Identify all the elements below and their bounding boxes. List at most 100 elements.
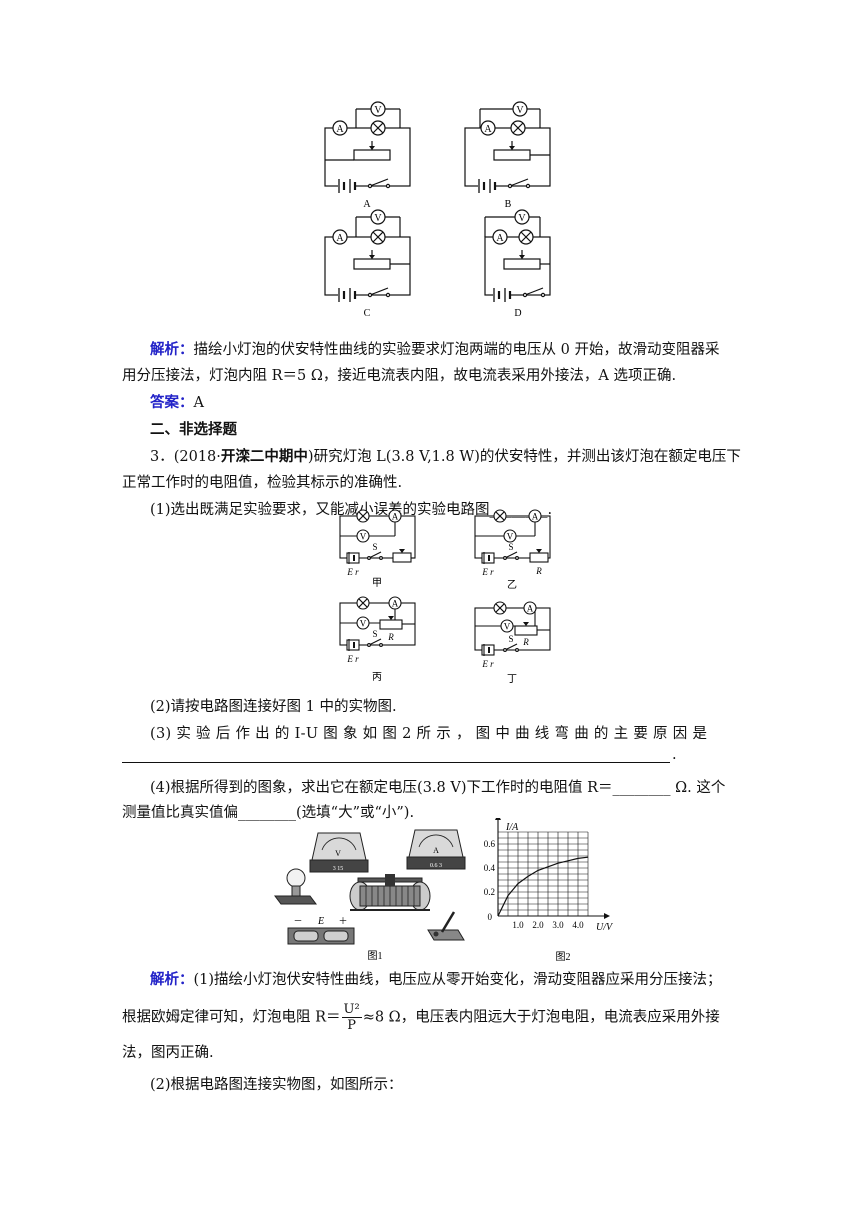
meter-letter: A bbox=[336, 124, 344, 135]
diagram-label-d: D bbox=[514, 308, 521, 319]
emf-label: E r bbox=[346, 654, 359, 664]
switch-label: S bbox=[508, 542, 513, 552]
bulb-icon bbox=[370, 229, 386, 245]
diagram-label-ding: 丁 bbox=[507, 674, 517, 685]
bulb-icon bbox=[493, 509, 507, 523]
meter-letter: A bbox=[392, 512, 399, 522]
svg-text:V: V bbox=[335, 849, 341, 858]
y-tick-label: 0.4 bbox=[484, 863, 496, 873]
ammeter-icon bbox=[523, 601, 537, 615]
svg-text:3 15: 3 15 bbox=[333, 866, 344, 872]
meter-letter: V bbox=[504, 622, 511, 632]
meter-letter: A bbox=[532, 512, 539, 522]
y-tick-label: 0.2 bbox=[484, 887, 495, 897]
diagram-label-yi: 乙 bbox=[507, 579, 517, 591]
question-3-part-4-line-2: 测量值比真实值偏________(选填“大”或“小”). bbox=[122, 805, 415, 821]
ammeter-icon bbox=[492, 229, 508, 245]
bulb-icon bbox=[370, 120, 386, 136]
voltmeter-icon bbox=[514, 209, 530, 225]
ammeter-icon bbox=[332, 120, 348, 136]
analysis-3-part-2: (2)根据电路图连接实物图，如图所示： bbox=[150, 1077, 403, 1093]
diagram-label-a: A bbox=[363, 199, 371, 210]
svg-text:E: E bbox=[317, 916, 324, 927]
svg-text:－: － bbox=[293, 916, 302, 926]
question-3-part-4-line-1: (4)根据所得到的图象，求出它在额定电压(3.8 V)下工作时的电阻值 R＝__… bbox=[150, 780, 726, 796]
ammeter-device-icon: A 0.6 3 bbox=[406, 829, 466, 870]
switch-label: S bbox=[508, 634, 513, 644]
bulb-icon bbox=[518, 229, 534, 245]
iu-curve bbox=[497, 856, 589, 917]
answer-label: 答案： bbox=[150, 394, 194, 411]
analysis-line-2: 用分压接法，灯泡内阻 R＝5 Ω，接近电流表内阻，故电流表采用外接法，A 选项正… bbox=[122, 368, 677, 384]
figure-2-iu-chart: 1.0 2.0 3.0 4.0 0.6 0.4 0.2 I/A U/V 0 图2 bbox=[484, 818, 614, 963]
svg-text:A: A bbox=[433, 846, 439, 855]
voltmeter-icon bbox=[500, 619, 514, 633]
section-title: 二、非选择题 bbox=[150, 421, 237, 438]
x-tick-label: 1.0 bbox=[512, 920, 524, 930]
y-axis-arrow bbox=[495, 818, 501, 820]
meter-letter: A bbox=[336, 233, 344, 244]
question-3-line-1: 3．(2018·开滦二中期中)研究灯泡 L(3.8 V,1.8 W)的伏安特性，… bbox=[150, 448, 741, 465]
svg-text:0.6 3: 0.6 3 bbox=[430, 863, 442, 869]
voltmeter-icon bbox=[370, 101, 386, 117]
meter-letter: V bbox=[374, 105, 382, 116]
analysis-3-line-1: 解析：(1)描绘小灯泡伏安特性曲线，电压应从零开始变化，滑动变阻器应采用分压接法… bbox=[150, 971, 722, 988]
switch-label: S bbox=[372, 542, 377, 552]
ammeter-icon bbox=[332, 229, 348, 245]
meter-letter: A bbox=[484, 124, 492, 135]
diagram-label-b: B bbox=[505, 199, 512, 210]
bulb-icon bbox=[493, 601, 507, 615]
x-tick-label: 4.0 bbox=[572, 920, 584, 930]
voltmeter-device-icon: V 3 15 bbox=[309, 832, 369, 873]
rheostat-device-icon bbox=[349, 874, 431, 911]
meter-letter: V bbox=[360, 619, 367, 629]
analysis-label: 解析： bbox=[150, 971, 194, 988]
diagram-label-bing: 丙 bbox=[372, 672, 382, 683]
ammeter-icon bbox=[388, 509, 402, 523]
svg-text:＋: ＋ bbox=[338, 916, 347, 926]
ammeter-icon bbox=[388, 596, 402, 610]
x-tick-label: 3.0 bbox=[552, 920, 564, 930]
figure-1-apparatus: V 3 15 A 0.6 3 E － ＋ bbox=[274, 829, 466, 962]
x-axis-label: U/V bbox=[596, 922, 614, 933]
emf-label: E r bbox=[481, 567, 494, 577]
x-tick-label: 2.0 bbox=[532, 920, 544, 930]
analysis-line-1: 解析：描绘小灯泡的伏安特性曲线的实验要求灯泡两端的电压从 0 开始，故滑动变阻器… bbox=[150, 341, 720, 358]
emf-label: E r bbox=[346, 567, 359, 577]
y-axis-label: I/A bbox=[505, 822, 519, 833]
x-axis-arrow bbox=[604, 913, 610, 919]
bulb-icon bbox=[356, 596, 370, 610]
bulb-icon bbox=[356, 509, 370, 523]
question-3-part-3-end: . bbox=[672, 747, 677, 763]
circuit-diagrams-jia-yi-bing-ding: A V A V A V A V S S S S E r E r E r E r … bbox=[339, 509, 551, 685]
diagram-label-jia: 甲 bbox=[372, 578, 382, 589]
bulb-icon bbox=[510, 120, 526, 136]
circuit-diagrams-abcd: V A V A V A V A A B C D bbox=[324, 101, 551, 319]
meter-letter: V bbox=[374, 213, 382, 224]
answer-blank-line[interactable] bbox=[122, 748, 670, 763]
voltmeter-icon bbox=[503, 529, 517, 543]
meter-letter: V bbox=[518, 213, 526, 224]
y-tick-label: 0.6 bbox=[484, 839, 496, 849]
ammeter-icon bbox=[480, 120, 496, 136]
meter-letter: A bbox=[496, 233, 504, 244]
answer-line: 答案：A bbox=[150, 393, 204, 413]
battery-device-icon: E － ＋ bbox=[287, 916, 355, 945]
meter-letter: A bbox=[527, 604, 534, 614]
diagram-label-c: C bbox=[364, 308, 371, 319]
meter-letter: A bbox=[392, 599, 399, 609]
voltmeter-icon bbox=[356, 616, 370, 630]
figure-2-caption: 图2 bbox=[556, 951, 571, 963]
origin-label: 0 bbox=[488, 912, 493, 922]
meter-letter: V bbox=[516, 105, 524, 116]
analysis-label: 解析： bbox=[150, 341, 194, 358]
meter-letter: V bbox=[360, 532, 367, 542]
voltmeter-icon bbox=[370, 209, 386, 225]
question-3-line-2: 正常工作时的电阻值，检验其标示的准确性. bbox=[122, 475, 403, 491]
analysis-3-line-3: 法，图丙正确. bbox=[122, 1045, 214, 1061]
emf-label: E r bbox=[481, 659, 494, 669]
question-3-part-1: (1)选出既满足实验要求，又能减小误差的实验电路图________. bbox=[150, 502, 553, 518]
light-bulb-device-icon bbox=[274, 868, 317, 905]
meter-letter: V bbox=[507, 532, 514, 542]
